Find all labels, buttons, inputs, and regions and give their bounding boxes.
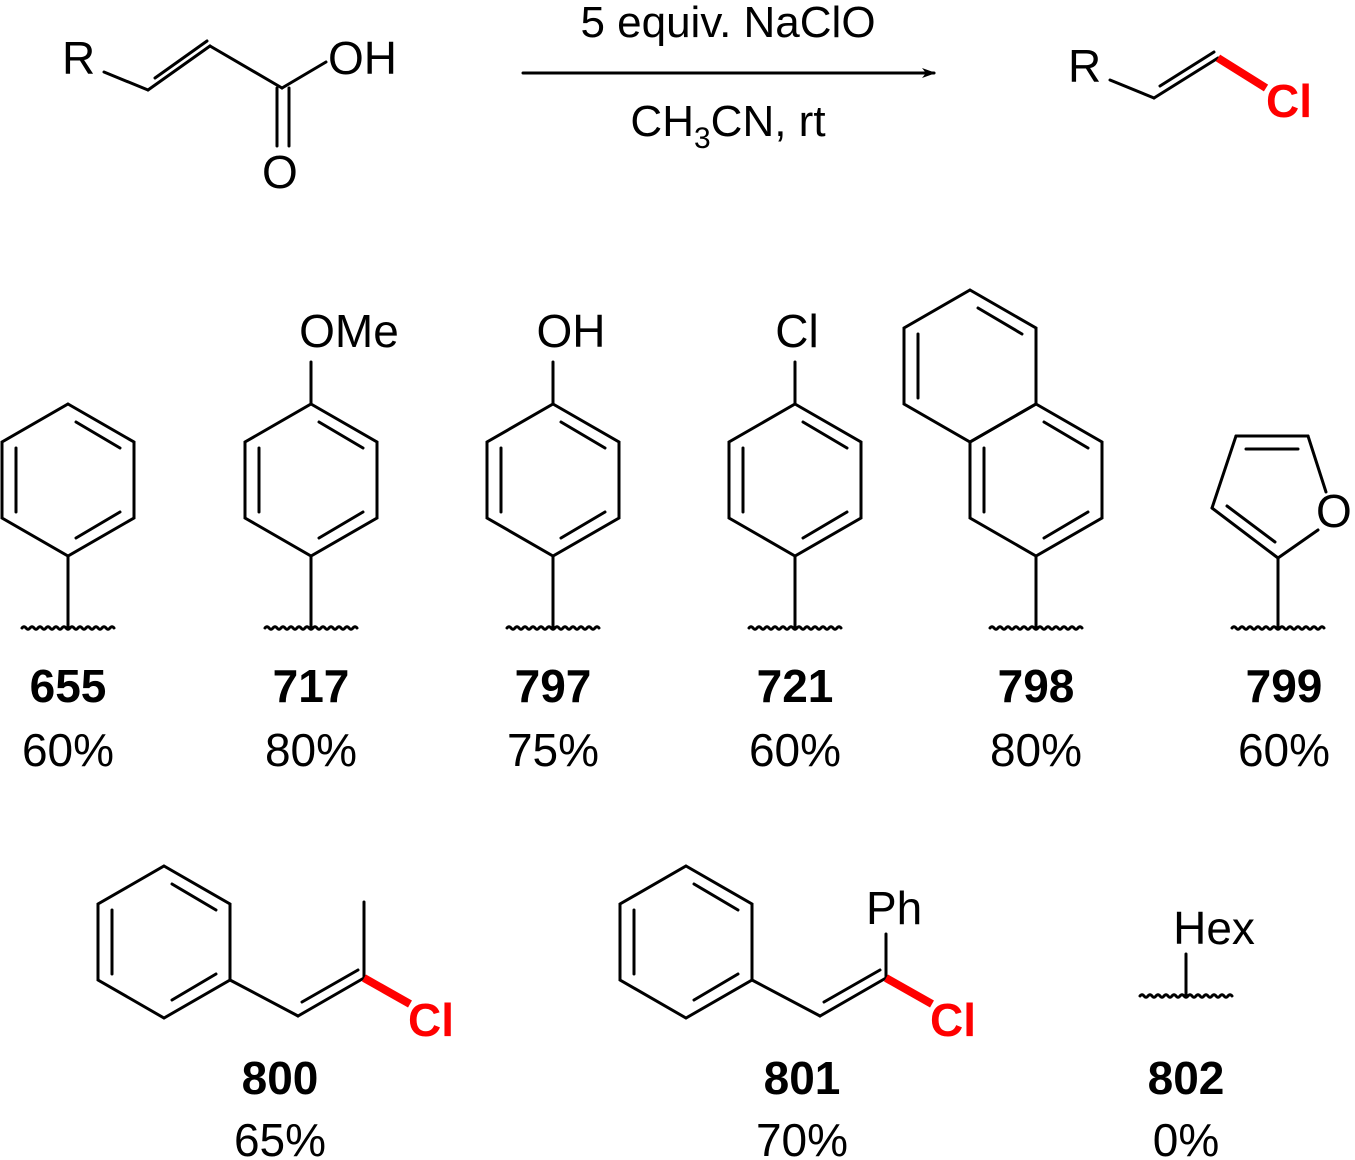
furan-bond [1210,506,1280,560]
compound-yield: 75% [507,724,599,776]
substituent-798-naphthyl: 798 80% [902,288,1104,776]
wavy-attachment-line [1230,625,1326,631]
reactant-r-label: R [62,32,95,84]
substituent-799-furyl: O 799 60% [1210,434,1352,776]
bond [228,978,300,1018]
ph-label: Ph [866,882,922,934]
wavy-attachment-line [505,625,601,631]
aromatic-inner-bond [317,510,365,540]
reagent-top-label: 5 equiv. NaClO [580,0,875,47]
naphthalene-ring-bottom [968,402,1104,558]
compound-id: 801 [764,1052,841,1104]
aromatic-inner-bond [692,972,740,1002]
reagent-bottom-label: CH3CN, rt [630,97,825,155]
cl-label: Cl [930,994,976,1046]
aromatic-inner-bond [74,510,122,540]
reactant-o-label: O [262,146,298,198]
bond [208,44,284,90]
bond [1108,78,1156,100]
furan-bond [1210,434,1238,510]
product-r-label: R [1068,40,1101,92]
naphthalene-ring-top [902,288,1038,444]
product-801: Ph Cl 801 70% [618,864,976,1160]
compound-yield: 80% [990,724,1082,776]
bond [102,70,150,92]
product-802: Hex 802 0% [1138,902,1255,1160]
aromatic-inner-bond [317,420,365,450]
bond [280,60,328,90]
aromatic-inner-bond [801,420,849,450]
aromatic-inner-bond [692,882,740,912]
bond [818,976,888,1018]
wavy-attachment-line [263,625,359,631]
compound-yield: 60% [1238,724,1330,776]
compound-yield: 80% [265,724,357,776]
benzene-ring [0,402,136,558]
compound-yield: 60% [749,724,841,776]
aromatic-inner-bond [170,972,218,1002]
compound-id: 655 [30,660,107,712]
product-cl-label: Cl [1266,75,1312,127]
furan-bond [1276,528,1320,560]
compound-id: 802 [1148,1052,1225,1104]
bond [296,976,366,1018]
substituent-717-methoxyphenyl: OMe 717 80% [243,305,399,776]
c-cl-bond [362,974,412,1008]
aromatic-inner-bond [801,510,849,540]
aromatic-inner-bond [559,510,607,540]
compound-yield: 65% [234,1114,326,1160]
substituent-cl-label: Cl [775,305,818,357]
wavy-attachment-line [1138,993,1234,999]
bond [146,44,212,92]
reactant-acrylic-acid: R OH O [62,32,397,198]
bond [1152,56,1220,100]
substituent-797-hydroxyphenyl: OH 797 75% [485,305,621,776]
furan-oxygen-label: O [1316,485,1352,537]
substituent-oh-label: OH [537,305,606,357]
reaction-arrow-group: 5 equiv. NaClO CH3CN, rt [521,0,936,155]
compound-yield: 60% [22,724,114,776]
double-bond-inner [1225,504,1277,544]
aromatic-inner-bond [1042,510,1090,540]
wavy-attachment-line [747,625,843,631]
product-vinyl-chloride: R Cl [1068,40,1312,127]
c-cl-bond [884,974,934,1008]
product-800: Cl 800 65% [96,864,454,1160]
double-bond-inner [1158,50,1216,88]
cl-label: Cl [408,994,454,1046]
compound-id: 717 [273,660,350,712]
benzene-ring [618,864,754,1020]
reactant-oh-label: OH [328,32,397,84]
aromatic-inner-bond [1042,420,1090,450]
compound-id: 797 [515,660,592,712]
furan-bond [1306,434,1328,494]
substituent-721-chlorophenyl: Cl 721 60% [727,305,863,776]
double-bond-inner [300,968,360,1004]
compound-id: 799 [1246,660,1323,712]
aromatic-inner-bond [74,420,122,450]
compound-id: 798 [998,660,1075,712]
benzene-ring [243,402,379,558]
bond [750,978,822,1018]
benzene-ring [485,402,621,558]
hex-label: Hex [1173,902,1255,954]
compound-yield: 70% [756,1114,848,1160]
compound-id: 800 [242,1052,319,1104]
aromatic-inner-bond [170,882,218,912]
double-bond-inner [822,968,882,1004]
wavy-attachment-line [988,625,1084,631]
substituent-655-phenyl: 655 60% [0,402,136,776]
wavy-attachment-line [20,625,116,631]
aromatic-inner-bond [976,306,1024,336]
benzene-ring [727,402,863,558]
substituent-ome-label: OMe [299,305,399,357]
aromatic-inner-bond [559,420,607,450]
benzene-ring [96,864,232,1020]
c-cl-bond [1215,54,1269,92]
compound-id: 721 [757,660,834,712]
double-bond-inner [153,39,209,80]
compound-yield: 0% [1153,1114,1219,1160]
